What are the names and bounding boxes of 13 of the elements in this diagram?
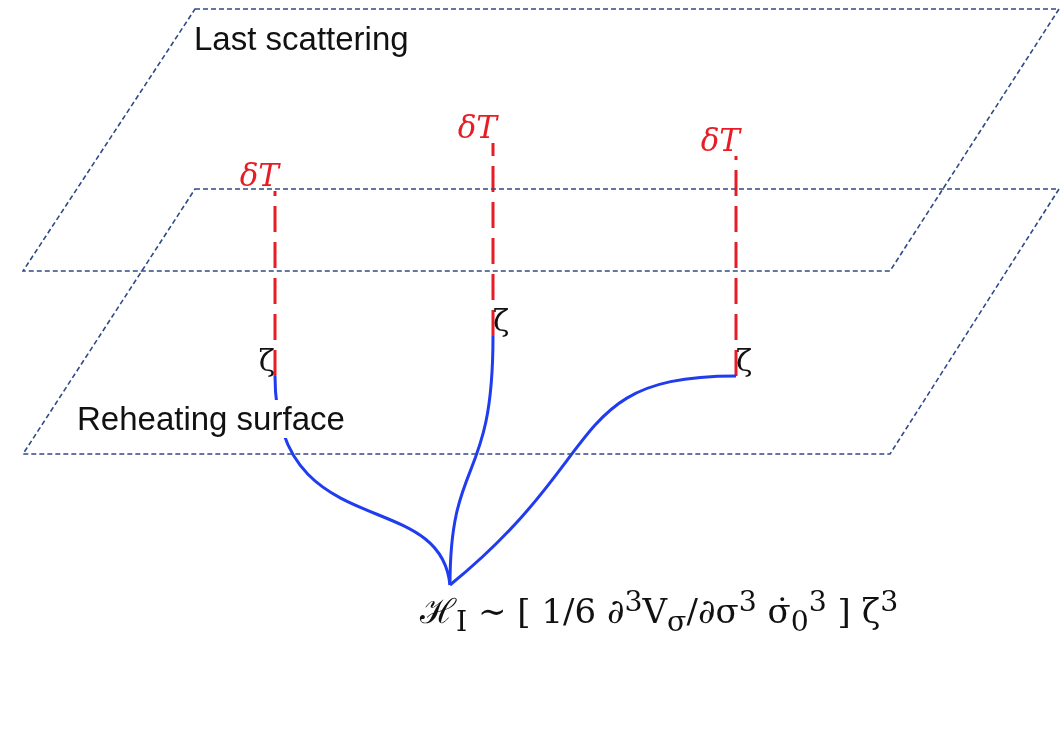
zeta-label: ζ [736, 346, 753, 376]
curved-line [448, 335, 495, 586]
dashed-line [273, 191, 277, 376]
zeta-label: ζ [493, 306, 510, 336]
zeta-label: ζ [258, 346, 275, 376]
dashed-line [491, 143, 495, 336]
curved-line [273, 375, 452, 586]
dashed-line [734, 156, 738, 376]
curved-line [449, 374, 737, 587]
delta-t-label: δT [239, 160, 279, 191]
delta-t-label: δT [700, 125, 740, 156]
delta-t-label: δT [457, 112, 497, 143]
hamiltonian-formula: ℋ$_{I}$ ∼ [ 1/6 ∂$^{3}$V$_{σ}$/∂σ$^{3}$ σ̇$_{0}$$^{3}$ ] ζ$^{3}$ [420, 585, 899, 640]
